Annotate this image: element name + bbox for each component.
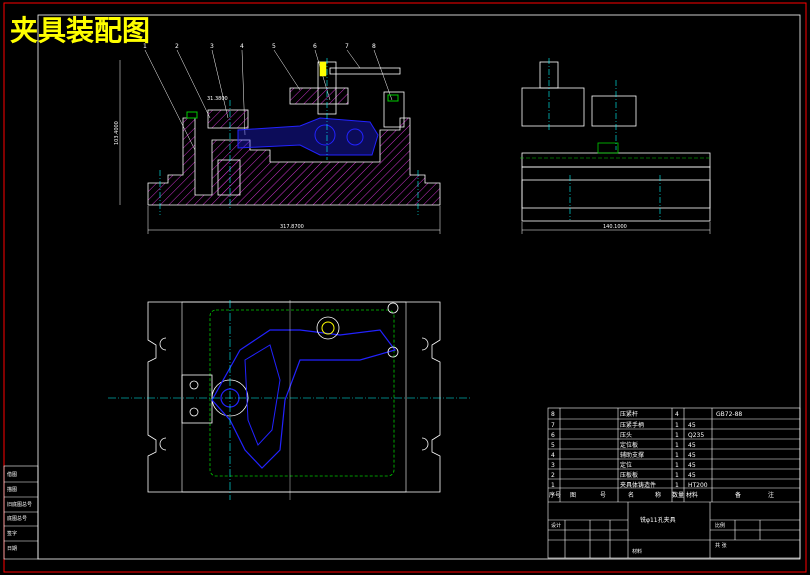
parts-cell-qty: 1 [675, 432, 679, 439]
parts-header-cell: 名 [628, 491, 634, 499]
parts-cell-name: 定位板 [620, 441, 638, 449]
callout-7: 7 [345, 43, 349, 50]
drawing-title: 夹具装配图 [10, 14, 150, 47]
parts-cell-name: 辅助支撑 [620, 451, 644, 459]
parts-cell-qty: 1 [675, 482, 679, 489]
parts-header-cell: 序号 [549, 491, 561, 499]
callout-2: 2 [175, 43, 179, 50]
parts-cell-mat: 45 [688, 452, 696, 459]
parts-cell-no: 7 [551, 422, 555, 429]
strip-label-0: 借图 [7, 471, 17, 478]
parts-cell-no: 1 [551, 482, 555, 489]
parts-cell-qty: 1 [675, 462, 679, 469]
parts-cell-name: 压紧杆 [620, 410, 638, 418]
strip-label-2: 旧底图总号 [7, 501, 32, 508]
parts-cell-mat: 45 [688, 462, 696, 469]
callout-5: 5 [272, 43, 276, 50]
callout-3: 3 [210, 43, 214, 50]
parts-table-row: 3 定位 1 45 [551, 461, 696, 469]
parts-table-row: 4 辅助支撑 1 45 [551, 451, 696, 459]
title-block-drawing-name: 铣φ11孔夹具 [640, 516, 676, 524]
dim-front-height: 103.4000 [114, 121, 120, 145]
parts-cell-qty: 1 [675, 422, 679, 429]
top-view [108, 300, 470, 500]
inner-frame [37, 14, 801, 560]
parts-header-cell: 号 [600, 492, 606, 499]
parts-cell-qty: 1 [675, 472, 679, 479]
parts-cell-name: 压紧手柄 [620, 421, 644, 429]
title-block-sheet: 共 张 [715, 542, 727, 549]
parts-cell-mat: 45 [688, 472, 696, 479]
title-block-school: 材料 [632, 548, 642, 555]
parts-cell-mat: 45 [688, 422, 696, 429]
left-strip-table [3, 465, 39, 560]
parts-header-cell: 数量 [672, 491, 684, 499]
parts-cell-no: 2 [551, 472, 555, 479]
strip-label-4: 签字 [7, 530, 17, 537]
parts-table-grid [547, 407, 801, 559]
parts-header-cell: 备 [735, 491, 741, 499]
parts-cell-no: 6 [551, 432, 555, 439]
parts-cell-mat: Q235 [688, 432, 704, 439]
parts-header-cell: 图 [570, 492, 576, 499]
parts-cell-note: GB72-88 [716, 411, 742, 418]
front-view: 317.8700 103.4000 31.3800 [114, 58, 441, 234]
callout-1: 1 [143, 43, 147, 50]
parts-table-row: 7 压紧手柄 1 45 [551, 421, 696, 429]
outer-frame [3, 2, 807, 573]
parts-table-row: 6 压头 1 Q235 [551, 431, 704, 439]
parts-cell-name: 压头 [620, 431, 632, 439]
parts-cell-name: 压板板 [620, 471, 638, 479]
parts-cell-no: 5 [551, 442, 555, 449]
parts-table-row: 5 定位板 1 45 [551, 441, 696, 449]
callout-numbers: 1 2 3 4 5 6 7 8 [143, 43, 376, 50]
parts-cell-no: 8 [551, 411, 555, 418]
parts-cell-qty: 1 [675, 452, 679, 459]
parts-cell-mat: 45 [688, 442, 696, 449]
parts-header-cell: 注 [768, 491, 774, 499]
side-view [520, 58, 712, 234]
parts-header-cell: 称 [655, 491, 661, 499]
strip-label-5: 日期 [7, 546, 17, 552]
title-block-scale: 比例 [715, 522, 725, 529]
parts-cell-name: 定位 [620, 461, 632, 469]
dim-side-width: 140.1000 [603, 224, 627, 230]
parts-cell-qty: 4 [675, 411, 679, 418]
parts-cell-mat: HT200 [688, 482, 708, 489]
parts-cell-qty: 1 [675, 442, 679, 449]
parts-cell-name: 夹具体铸造件 [620, 481, 656, 489]
strip-label-1: 描图 [7, 486, 17, 493]
strip-label-3: 底图总号 [7, 515, 27, 522]
callout-6: 6 [313, 43, 317, 50]
callout-8: 8 [372, 43, 376, 50]
title-block-designer: 设计 [551, 522, 561, 529]
dim-front-small: 31.3800 [207, 96, 228, 102]
parts-table-row: 8 压紧杆 4 GB72-88 [551, 410, 742, 418]
dim-front-width: 317.8700 [280, 224, 304, 230]
parts-cell-no: 4 [551, 452, 555, 459]
parts-table-row: 2 压板板 1 45 [551, 471, 696, 479]
parts-header-cell: 材料 [686, 491, 698, 499]
parts-table-row: 1 夹具体铸造件 1 HT200 [551, 481, 708, 489]
parts-table-header: 序号 图 号 名 称 数量材料 备 注 [549, 491, 774, 499]
parts-cell-no: 3 [551, 462, 555, 469]
callout-4: 4 [240, 43, 244, 50]
